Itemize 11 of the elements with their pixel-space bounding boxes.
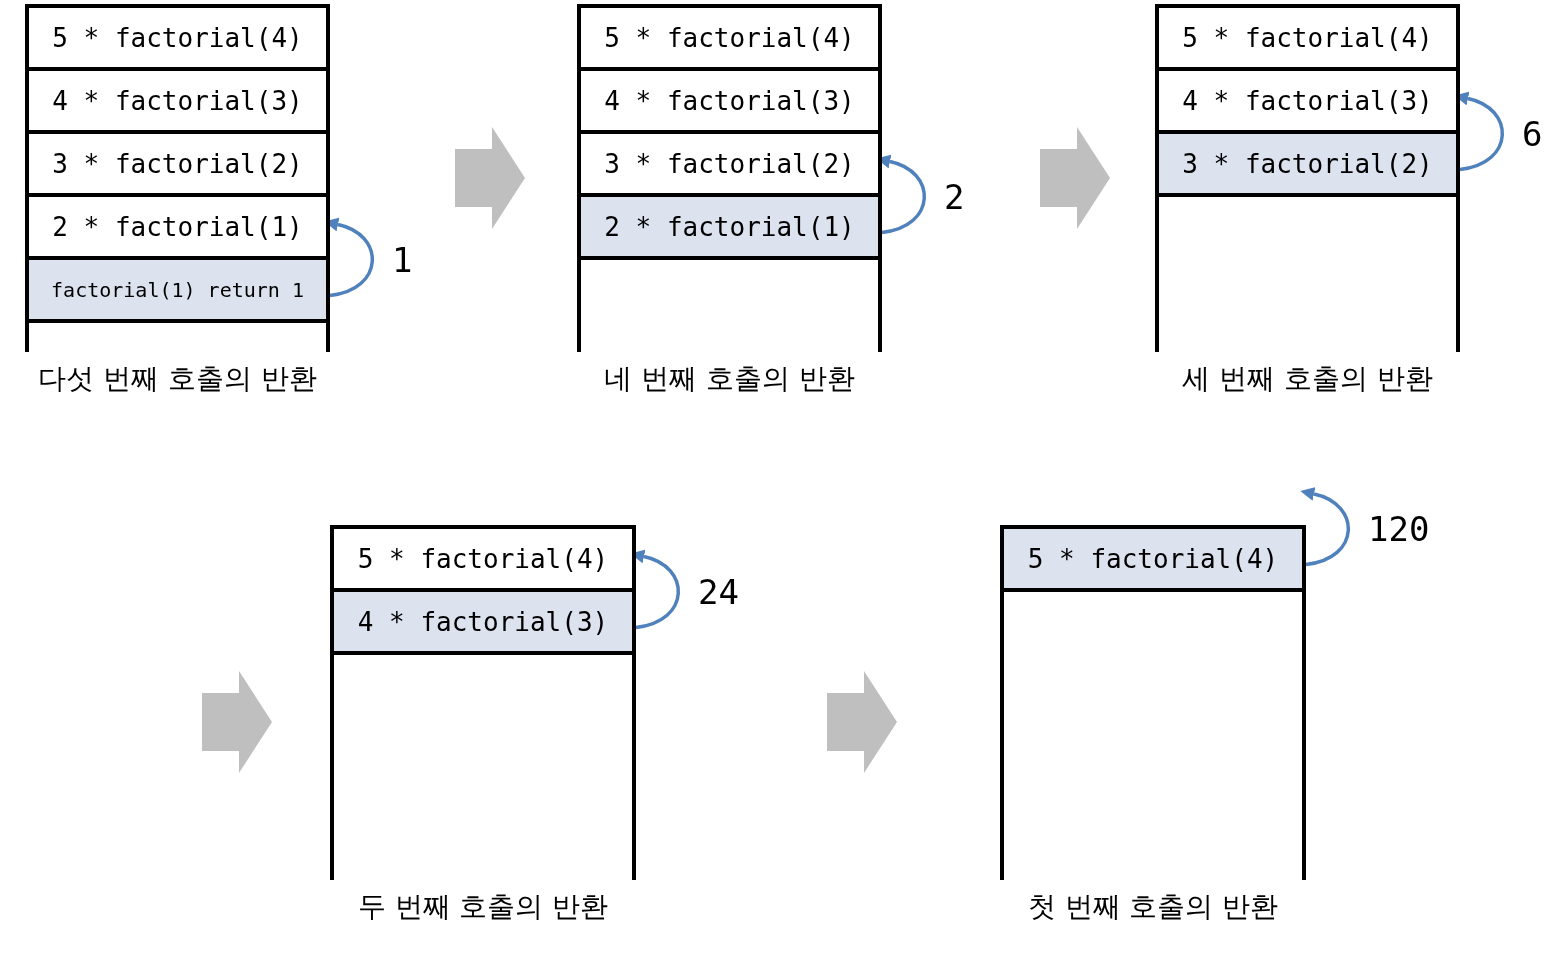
stack-caption: 네 번째 호출의 반환 [603, 361, 856, 397]
return-arrow [1300, 487, 1350, 567]
stack-frame-cell: 5 * factorial(4) [1004, 529, 1302, 592]
stack-caption: 두 번째 호출의 반환 [356, 889, 610, 925]
stack-caption: 첫 번째 호출의 반환 [1026, 889, 1280, 925]
stack-frame-cell: 3 * factorial(2) [1159, 134, 1456, 197]
stack-frame-cell: 2 * factorial(1) [581, 197, 878, 260]
stack-frame-cell: factorial(1) return 1 [29, 260, 326, 323]
stack-caption: 세 번째 호출의 반환 [1181, 361, 1434, 397]
stack-frame-cell: 4 * factorial(3) [334, 592, 632, 655]
stack-caption: 다섯 번째 호출의 반환 [37, 361, 318, 397]
